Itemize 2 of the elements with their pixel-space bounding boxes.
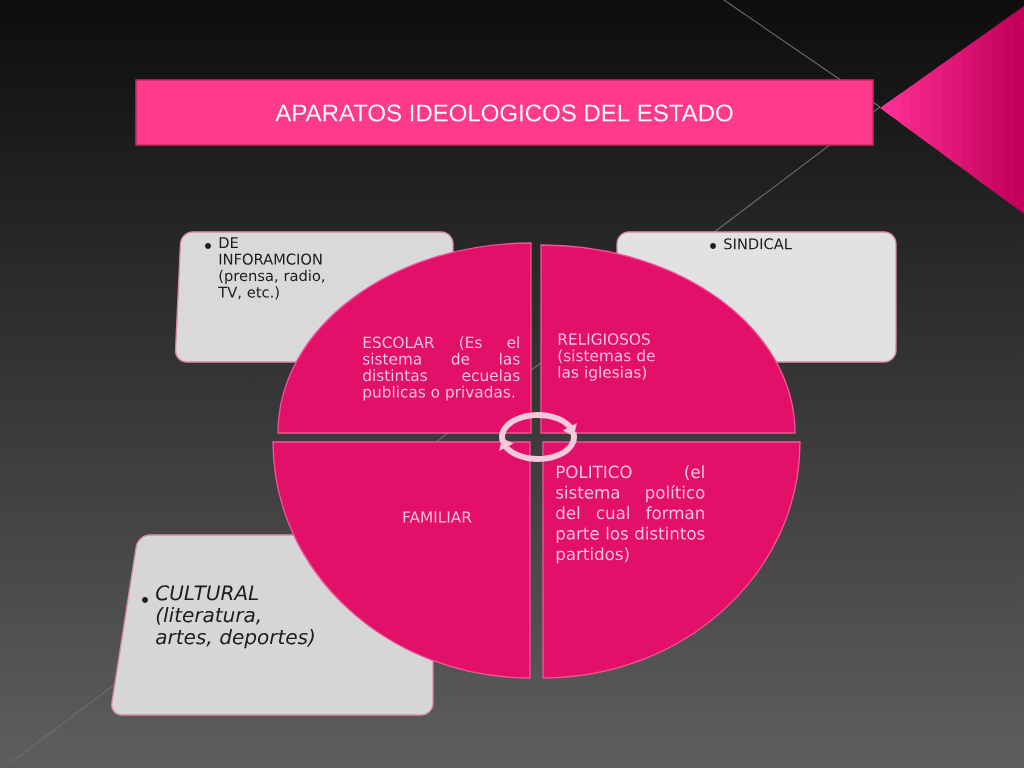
circle-quadrant: POLITICO (el sistema político del cual forman parte los distintos partidos) — [542, 441, 801, 679]
title-banner: APARATOS IDEOLOGICOS DEL ESTADO — [135, 79, 874, 146]
